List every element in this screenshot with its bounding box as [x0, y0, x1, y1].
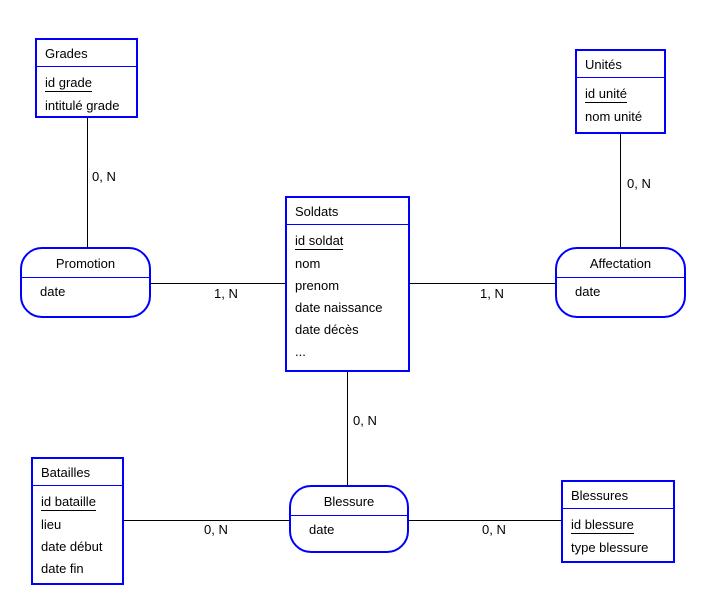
entity-batailles: Batailles id bataille lieu date début da… [31, 457, 124, 585]
primary-key-text: id grade [45, 75, 92, 92]
primary-key-text: id bataille [41, 494, 96, 511]
cardinality-unites-affectation: 0, N [625, 176, 653, 191]
attribute-nom: nom [295, 256, 321, 271]
entity-unites-title: Unités [577, 51, 664, 78]
entity-soldats-title: Soldats [287, 198, 408, 225]
attribute-id-blessure: id blessure [571, 514, 665, 537]
attribute-lieu: lieu [41, 517, 62, 532]
entity-batailles-title: Batailles [33, 459, 122, 486]
attribute-ellipsis: ... [295, 344, 306, 359]
cardinality-batailles-blessure: 0, N [202, 522, 230, 537]
relation-promotion-attribute: date [40, 284, 66, 299]
attribute-id-soldat: id soldat [295, 230, 400, 253]
attribute-id-bataille: id bataille [41, 491, 114, 514]
entity-soldats-attributes: id soldat nom prenom date naissance date… [287, 225, 408, 367]
connector-soldats-affectation [409, 283, 556, 284]
attribute-id-unite: id unité [585, 83, 656, 106]
entity-batailles-attributes: id bataille lieu date début date fin [33, 486, 122, 584]
attribute-nom-unite: nom unité [585, 109, 643, 124]
relation-affectation: Affectation date [555, 247, 686, 318]
entity-grades-attributes: id grade intitulé grade [37, 67, 136, 121]
entity-blessures: Blessures id blessure type blessure [561, 480, 675, 563]
entity-grades: Grades id grade intitulé grade [35, 38, 138, 118]
entity-blessures-attributes: id blessure type blessure [563, 509, 673, 563]
connector-grades-promotion [87, 118, 88, 247]
attribute-date-deces: date décès [295, 322, 359, 337]
relation-promotion-title: Promotion [22, 249, 149, 278]
connector-promotion-soldats [150, 283, 286, 284]
cardinality-promotion-soldats: 1, N [212, 286, 240, 301]
connector-unites-affectation [620, 134, 621, 247]
attribute-intitule-grade: intitulé grade [45, 98, 120, 113]
relation-affectation-title: Affectation [557, 249, 684, 278]
entity-unites: Unités id unité nom unité [575, 49, 666, 134]
cardinality-blessure-blessures: 0, N [480, 522, 508, 537]
cardinality-grades-promotion: 0, N [90, 169, 118, 184]
attribute-date-naissance: date naissance [295, 300, 383, 315]
entity-soldats: Soldats id soldat nom prenom date naissa… [285, 196, 410, 372]
attribute-prenom: prenom [295, 278, 340, 293]
relation-promotion: Promotion date [20, 247, 151, 318]
cardinality-soldats-blessure: 0, N [351, 413, 379, 428]
connector-soldats-blessure [347, 372, 348, 485]
entity-unites-attributes: id unité nom unité [577, 78, 664, 132]
attribute-id-grade: id grade [45, 72, 128, 95]
attribute-type-blessure: type blessure [571, 540, 649, 555]
relation-affectation-attribute: date [575, 284, 601, 299]
attribute-date-fin: date fin [41, 561, 84, 576]
entity-grades-title: Grades [37, 40, 136, 67]
relation-blessure: Blessure date [289, 485, 409, 553]
primary-key-text: id soldat [295, 233, 344, 250]
cardinality-soldats-affectation: 1, N [478, 286, 506, 301]
primary-key-text: id blessure [571, 517, 634, 534]
primary-key-text: id unité [585, 86, 627, 103]
relation-blessure-attribute: date [309, 522, 335, 537]
attribute-date-debut: date début [41, 539, 103, 554]
connector-blessure-blessures [408, 520, 562, 521]
connector-batailles-blessure [123, 520, 290, 521]
relation-blessure-title: Blessure [291, 487, 407, 516]
entity-blessures-title: Blessures [563, 482, 673, 509]
